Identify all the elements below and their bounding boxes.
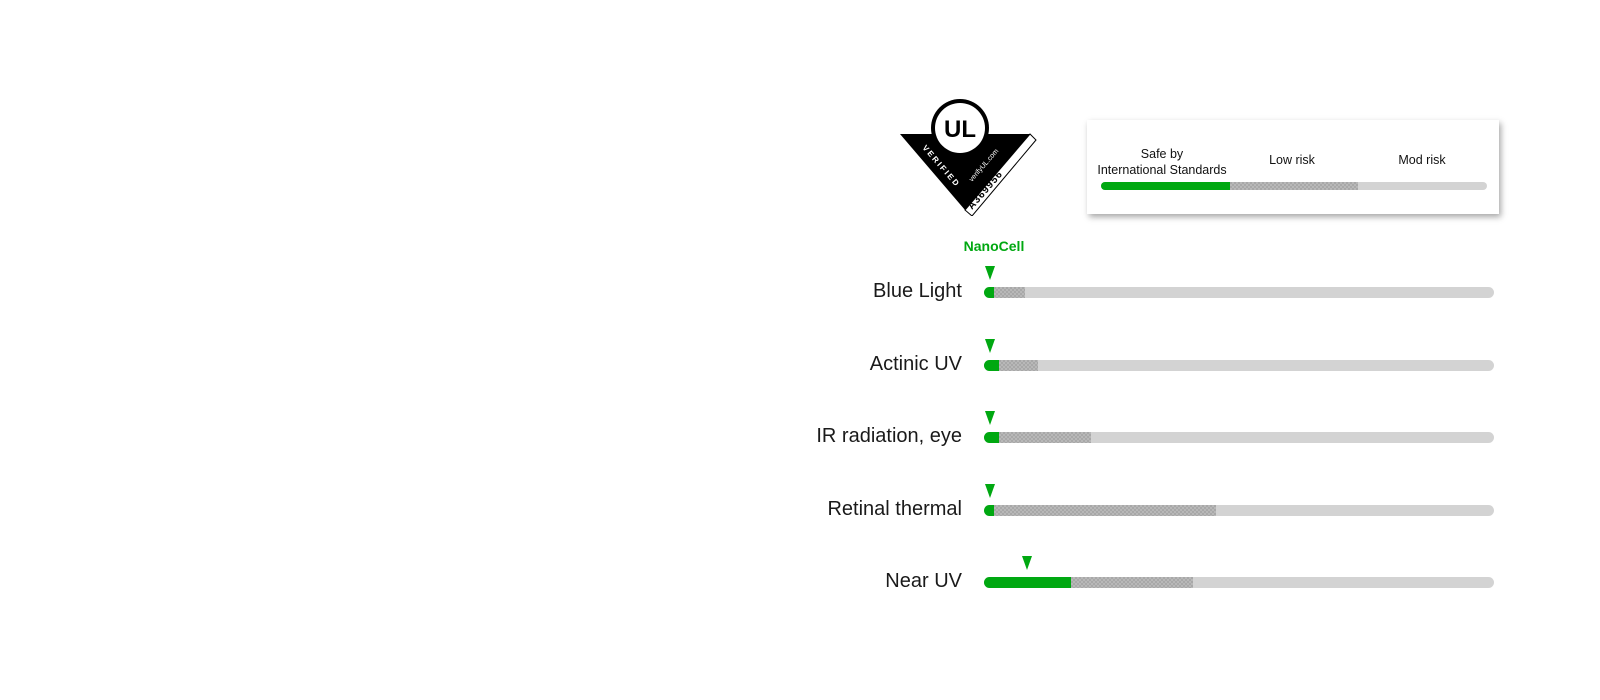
risk-bar-track [984,359,1494,371]
legend-low-label: Low risk [1269,153,1315,167]
badge-logo-text: UL [944,116,976,143]
row-label: IR radiation, eye [816,425,962,447]
row-label: Actinic UV [869,352,962,375]
legend-track [1101,182,1487,190]
product-label: NanoCell [963,238,1025,254]
risk-bar-track [984,577,1494,588]
safe-segment [984,287,995,298]
safe-segment [984,504,995,516]
badge-circle-inner [935,103,985,153]
product-marker [985,411,996,425]
row-label: Blue Light [873,280,962,302]
safe-segment [984,432,1000,443]
legend-mod-label: Mod risk [1398,153,1446,167]
legend-low-segment [1229,182,1359,190]
badge-code-strip [964,133,1037,216]
ul-verified-logo: UL VERIFIED verifyUL.com A369956 [900,99,1037,216]
low-risk-segment [999,359,1038,371]
badge-triangle [900,134,1030,210]
product-marker [985,483,996,498]
safe-segment [984,577,1071,588]
safe-segment [984,359,1000,371]
low-risk-segment [994,504,1217,516]
product-marker [985,338,996,353]
risk-bar-track [984,287,1494,298]
risk-bar-track [984,432,1494,443]
low-risk-segment [1070,577,1194,588]
row-label: Retinal thermal [827,497,962,520]
legend-safe-label: Safe by International Standards [1097,147,1227,177]
product-marker [985,266,996,280]
risk-legend: Safe by International Standards Low risk… [1087,120,1499,214]
product-marker [1022,556,1033,570]
row-label: Near UV [885,570,962,592]
low-risk-segment [994,287,1025,298]
risk-bar-track [984,504,1494,516]
low-risk-segment [999,432,1092,443]
legend-safe-segment [1101,182,1230,190]
